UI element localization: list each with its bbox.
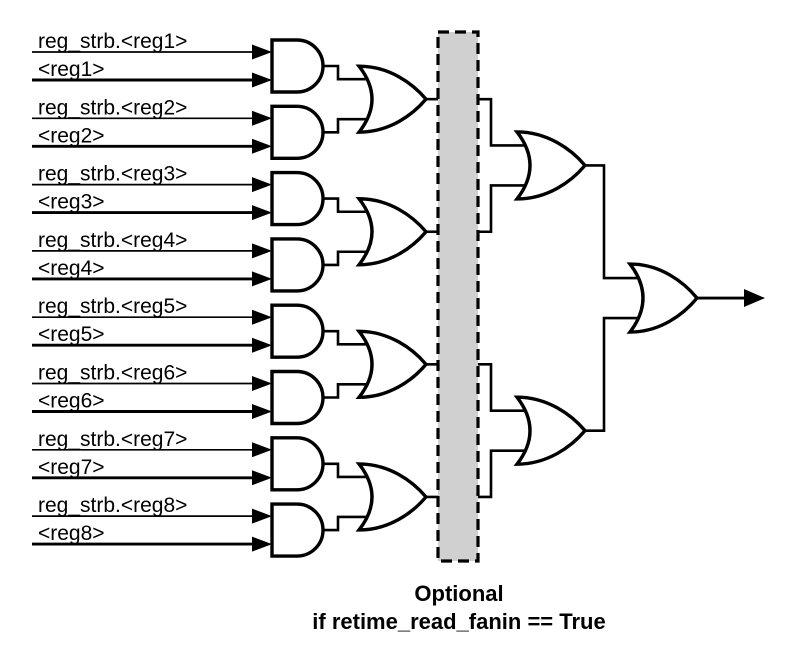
- input-label-value-8: <reg8>: [38, 522, 105, 545]
- caption: Optional if retime_read_fanin == True: [312, 581, 605, 634]
- input-label-strobe-7: reg_strb.<reg7>: [38, 428, 187, 451]
- input-arrow-strobe-6: [252, 376, 272, 391]
- and-to-or-wire-8: [323, 515, 373, 532]
- or-stage3-out-wire-1: [585, 164, 644, 280]
- or-gate-stage2-1: [355, 64, 429, 134]
- output-arrow: [744, 289, 765, 308]
- input-arrow-value-5: [252, 337, 272, 353]
- input-label-strobe-4: reg_strb.<reg4>: [38, 229, 187, 252]
- and-to-or-wire-2: [323, 117, 373, 134]
- and-gate-8: [270, 502, 325, 558]
- strip-to-or-stage3-wire-2: [477, 184, 531, 234]
- optional-region: [436, 30, 480, 563]
- and-to-or-wire-3: [323, 197, 373, 214]
- caption-line2: if retime_read_fanin == True: [312, 609, 605, 634]
- or-gate-stage2-2: [355, 197, 429, 267]
- input-label-value-2: <reg2>: [38, 124, 105, 147]
- input-row-3: reg_strb.<reg3> <reg3>: [32, 163, 272, 221]
- input-label-strobe-1: reg_strb.<reg1>: [38, 30, 187, 53]
- input-row-4: reg_strb.<reg4> <reg4>: [32, 229, 272, 287]
- input-arrow-strobe-1: [252, 44, 272, 60]
- input-row-5: reg_strb.<reg5> <reg5>: [32, 295, 272, 353]
- input-arrow-value-8: [252, 536, 272, 552]
- input-label-strobe-3: reg_strb.<reg3>: [38, 163, 187, 186]
- input-arrow-value-2: [252, 138, 272, 154]
- routing-wires: [323, 64, 765, 532]
- strip-to-or-stage3-wire-4: [477, 449, 531, 499]
- input-label-value-6: <reg6>: [38, 390, 105, 413]
- input-row-7: reg_strb.<reg7> <reg7>: [32, 428, 272, 486]
- input-row-8: reg_strb.<reg8> <reg8>: [32, 494, 272, 552]
- input-arrow-strobe-7: [252, 442, 272, 458]
- input-label-value-3: <reg3>: [38, 191, 105, 214]
- input-arrow-value-1: [252, 72, 272, 88]
- and-to-or-wire-7: [323, 462, 373, 479]
- input-arrow-strobe-4: [252, 243, 272, 259]
- input-arrow-strobe-2: [252, 110, 272, 126]
- and-gate-2: [270, 104, 325, 160]
- input-row-1: reg_strb.<reg1> <reg1>: [32, 30, 272, 88]
- strip-to-or-stage3-wire-3: [477, 363, 531, 412]
- and-to-or-wire-4: [323, 250, 373, 267]
- or-gate-stage2-4: [355, 462, 429, 532]
- input-label-strobe-6: reg_strb.<reg6>: [38, 362, 187, 385]
- input-label-strobe-2: reg_strb.<reg2>: [38, 96, 187, 119]
- input-label-value-1: <reg1>: [38, 58, 105, 81]
- strip-to-or-stage3-wire-1: [477, 97, 531, 147]
- and-gate-4: [270, 237, 325, 293]
- or-gate-final: [626, 262, 700, 334]
- input-arrow-value-7: [252, 470, 272, 486]
- or-gate-stage3-1: [513, 130, 588, 201]
- input-label-value-5: <reg5>: [38, 323, 105, 346]
- or-gate-stage3-2: [513, 395, 588, 466]
- and-gate-5: [270, 303, 325, 359]
- and-gate-6: [270, 369, 325, 426]
- and-to-or-wire-1: [323, 64, 373, 81]
- input-arrow-strobe-8: [252, 508, 272, 524]
- input-label-value-4: <reg4>: [38, 257, 105, 280]
- input-arrow-value-3: [252, 205, 272, 221]
- or-stage3-out-wire-2: [585, 316, 644, 432]
- input-arrow-strobe-5: [252, 309, 272, 325]
- input-label-value-7: <reg7>: [38, 456, 105, 479]
- input-arrow-value-6: [252, 404, 272, 419]
- input-row-2: reg_strb.<reg2> <reg2>: [32, 96, 272, 154]
- input-row-6: reg_strb.<reg6> <reg6>: [32, 362, 272, 419]
- input-arrow-value-4: [252, 271, 272, 287]
- and-gate-1: [270, 38, 325, 94]
- input-arrow-strobe-3: [252, 177, 272, 193]
- caption-line1: Optional: [414, 581, 503, 606]
- and-gate-3: [270, 170, 325, 227]
- input-label-strobe-8: reg_strb.<reg8>: [38, 494, 187, 517]
- and-to-or-wire-6: [323, 383, 373, 399]
- input-rows: reg_strb.<reg1> <reg1> reg_strb.<reg2> <reg…: [32, 30, 272, 552]
- or-gate-stage2-3: [355, 329, 429, 400]
- gates: [270, 38, 700, 558]
- and-to-or-wire-5: [323, 329, 373, 346]
- and-gate-7: [270, 436, 325, 492]
- input-label-strobe-5: reg_strb.<reg5>: [38, 295, 187, 318]
